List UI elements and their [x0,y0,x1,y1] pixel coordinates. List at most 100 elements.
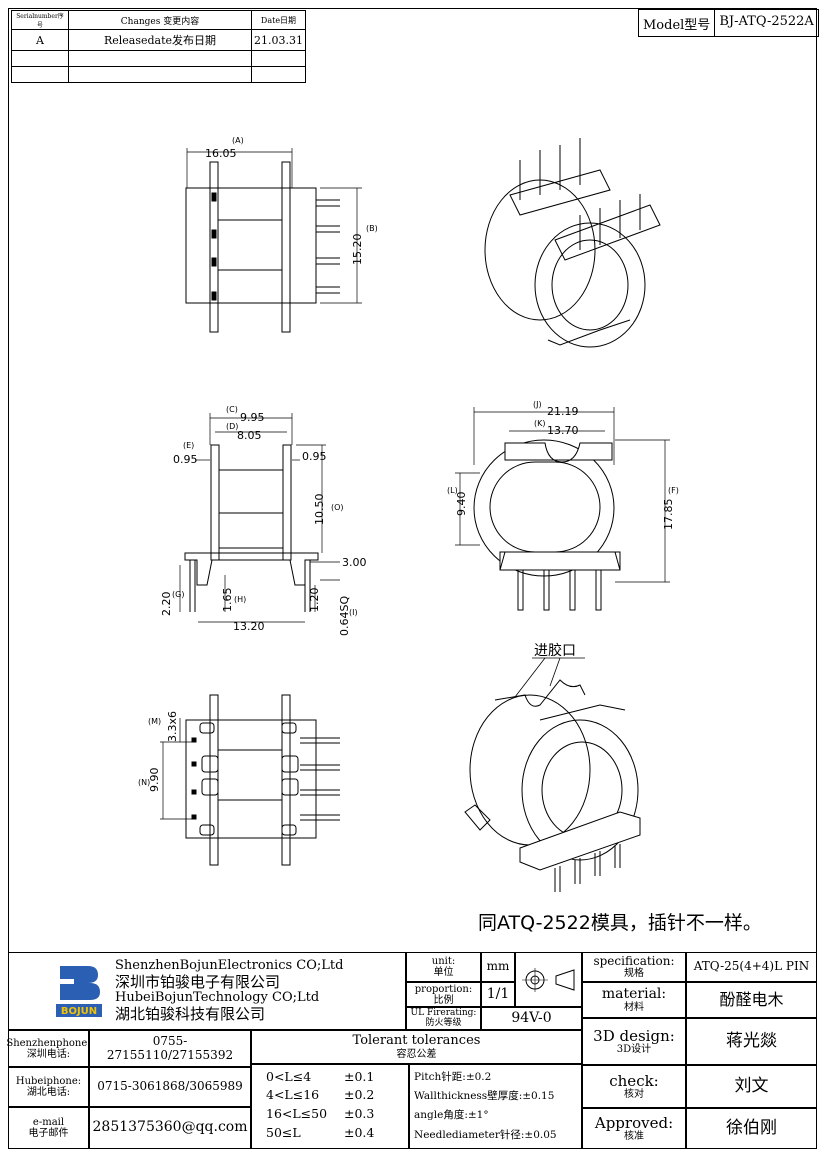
spec-label: specification: [593,953,675,968]
tolerance-value: ±0.4 [344,1125,375,1140]
proportion-label: proportion: [414,983,473,995]
tolerance-note: Wallthickness壁厚度:±0.15 [414,1090,555,1102]
proportion-value: 1/1 [481,982,515,1007]
dim-g-label: (G) [172,590,184,599]
tolerance-note: Needlediameter针径:±0.05 [414,1129,557,1141]
company-names: ShenzhenBojunElectronics CO;Ltd 深圳市铂骏电子有… [115,958,343,1022]
bottom-view [160,694,340,866]
dim-e-value: 0.95 [173,453,198,466]
top-view [185,148,362,333]
tolerance-value: ±0.1 [344,1069,375,1084]
design-label-cell: 3D design: 3D设计 [582,1018,686,1065]
tolerance-title: Tolerant tolerances [352,1033,481,1049]
dim-n-value: 9.90 [148,768,161,793]
spec-value: ATQ-25(4+4)L PIN [686,952,817,982]
gate-label: 进胶口 [534,643,576,659]
tolerance-range: 4<L≤16 [266,1087,320,1102]
dim-f-value: 17.85 [662,499,675,531]
contact-label: Shenzhenphone: [6,1037,91,1049]
dim-k-label: (K) [534,419,546,428]
ul-label-cn: 防火等级 [425,1017,462,1028]
dim-k-value-front: 13.70 [547,424,579,437]
contact-label-cn: 湖北电话: [26,1087,71,1098]
design-label: 3D design: [593,1026,675,1045]
mold-note: 同ATQ-2522模具，插针不一样。 [478,912,762,934]
material-value: 酚醛电木 [686,982,817,1018]
spec-label-cell: specification: 规格 [582,952,686,982]
contact-value: 2851375360@qq.com [89,1107,251,1149]
unit-label-cell: unit: 单位 [406,952,481,982]
dim-bottom-value: 13.20 [233,620,265,633]
tolerance-range: 16<L≤50 [266,1106,328,1121]
dim-d-value: 8.05 [237,429,262,442]
dim-a-value: 16.05 [205,147,237,160]
ul-label-cell: UL Firerating: 防火等级 [406,1007,481,1030]
ul-value: 94V-0 [481,1007,582,1030]
ul-label: UL Firerating: [410,1007,477,1018]
unit-label-cn: 单位 [433,967,454,978]
dim-j-label: (J) [533,400,542,409]
design-label-cn: 3D设计 [616,1044,652,1056]
tolerance-note: angle角度:±1° [414,1109,489,1121]
dim-b-label: (B) [366,224,378,233]
rev-cell [251,66,306,83]
dim-h-label: (H) [234,595,246,604]
contact-label: Hubeiphone: [15,1076,82,1087]
contact-value: 0755-27155110/27155392 [89,1030,251,1067]
revision-table: Serialnumber序号 Changes 变更内容 Date日期 A Rel… [11,10,306,83]
logo-text: BOJUN [61,1006,97,1017]
approved-value: 徐伯刚 [686,1108,817,1149]
design-value: 蒋光燚 [686,1018,817,1065]
material-label-cn: 材料 [624,1002,644,1014]
projection-symbol-cell [515,952,582,1007]
contact-label-cell: e-mail 电子邮件 [8,1107,89,1149]
iso-view-bottom [464,657,641,892]
tolerance-range: 50≤L [266,1125,301,1140]
check-label-cn: 核对 [624,1089,644,1101]
side-view [179,413,340,623]
unit-value: mm [481,952,515,982]
tolerance-note: Pitch针距:±0.2 [414,1071,492,1083]
tolerance-title-cn: 容忍公差 [396,1048,437,1060]
bojun-logo: BOJUN [54,966,102,1017]
projection-symbol-icon [521,967,574,992]
rev-cell [68,66,252,83]
dim-a-label: (A) [232,136,244,145]
model-value: BJ-ATQ-2522A [714,10,818,36]
material-label-cell: material: 材料 [582,982,686,1018]
contact-label-cn: 电子邮件 [28,1128,69,1139]
proportion-label-cell: proportion: 比例 [406,982,481,1007]
dim-j-value-front: 21.19 [547,405,579,418]
material-label: material: [601,985,667,1002]
dim-g-value: 2.20 [160,592,173,617]
contact-value: 0715-3061868/3065989 [89,1067,251,1107]
check-label-cell: check: 核对 [582,1065,686,1108]
dim-o-value: 10.50 [313,494,326,526]
dim-h-value: 1.65 [221,588,234,613]
dim-c-value: 9.95 [240,411,265,424]
rev-cell: 21.03.31 [251,29,306,51]
tolerance-ranges-cell [251,1064,409,1149]
dim-d-label: (D) [226,422,238,431]
dim-e-label: (E) [183,441,194,450]
dim-m-label: (M) [148,717,161,726]
tolerance-value: ±0.2 [344,1087,375,1102]
dim-b-value: 15.20 [351,234,364,266]
dim-m-value: 3.3x6 [166,711,179,742]
contact-label-cell: Hubeiphone: 湖北电话: [8,1067,89,1107]
dim-n-label: (N) [138,778,150,787]
dim-f-label: (F) [668,486,679,495]
dim-e2-value: 0.95 [302,450,327,463]
approved-label-cn: 核准 [624,1131,644,1143]
dim-l-label: (L) [447,486,458,495]
check-label: check: [609,1071,659,1090]
dim-c-label: (C) [226,405,238,414]
dim-o-label: (O) [331,503,344,512]
proportion-label-cn: 比例 [433,994,454,1006]
model-box: Model型号 BJ-ATQ-2522A [638,9,819,37]
company-line-2: 深圳市铂骏电子有限公司 [115,973,281,991]
tolerance-range: 0<L≤4 [266,1069,312,1084]
front-view [455,407,670,611]
company-line-1: ShenzhenBojunElectronics CO;Ltd [115,958,344,973]
tolerance-value: ±0.3 [344,1106,375,1121]
